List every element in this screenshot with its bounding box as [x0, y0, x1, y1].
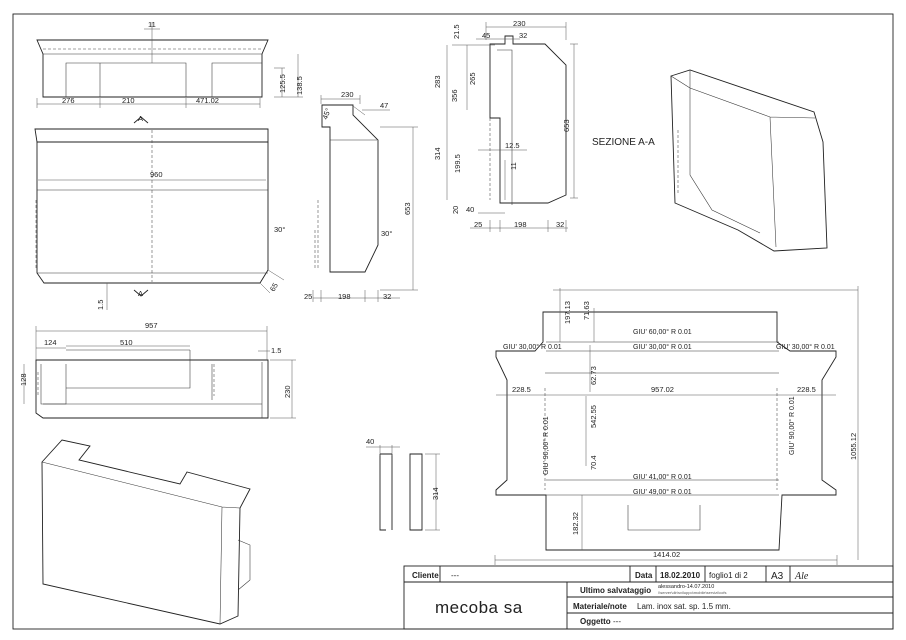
dim-bot-124: 124 — [44, 338, 57, 347]
dim-top-138: 138.5 — [295, 76, 304, 95]
dim-flat-197: 197.13 — [563, 301, 572, 324]
dim-flat-228-right: 228.5 — [797, 385, 816, 394]
dim-bot-1-5: 1.5 — [271, 346, 281, 355]
dim-flat-542: 542.55 — [589, 405, 598, 428]
dim-flat-1414: 1414.02 — [653, 550, 680, 559]
dim-bot-510: 510 — [120, 338, 133, 347]
dim-side-47: 47 — [380, 101, 388, 110]
dim-bot-128: 128 — [19, 373, 28, 386]
bend-label-5: GIU' 90,00° R 0.01 — [542, 416, 550, 475]
title-foglio: foglio1 di 2 — [709, 571, 748, 580]
title-block: Cliente --- Data 18.02.2010 foglio1 di 2… — [403, 565, 894, 630]
front-view: 960 30° 65 1.5 A A — [34, 114, 285, 310]
section-mark-bottom: A — [138, 289, 143, 298]
dim-sec-20: 20 — [451, 206, 460, 214]
dim-side-45deg: 45° — [320, 107, 332, 121]
bend-label-6: GIU' 90,00° R 0.01 — [788, 396, 796, 455]
bend-label-7: GIU' 41,00° R 0.01 — [633, 473, 692, 481]
dim-top-276: 276 — [62, 96, 75, 105]
dim-bot-957: 957 — [145, 321, 158, 330]
dim-bracket-314: 314 — [431, 487, 440, 500]
dim-flat-62: 62.73 — [589, 366, 598, 385]
dim-side-198: 198 — [338, 292, 351, 301]
title-data-label: Data — [635, 571, 653, 580]
dim-sec-283: 283 — [433, 75, 442, 88]
dim-front-1-5: 1.5 — [96, 300, 105, 310]
dim-bracket-40: 40 — [366, 437, 374, 446]
dim-side-30deg: 30° — [381, 229, 392, 238]
dim-sec-21-5: 21.5 — [452, 24, 461, 39]
dim-sec-265: 265 — [468, 72, 477, 85]
dim-flat-182: 182.32 — [571, 512, 580, 535]
title-materiale-value: Lam. inox sat. sp. 1.5 mm. — [637, 602, 731, 611]
dim-sec-356: 356 — [450, 89, 459, 102]
section-view: 230 45 32 21.5 283 265 356 653 314 199.5… — [433, 19, 578, 232]
dim-front-960: 960 — [150, 170, 163, 179]
title-format: A3 — [771, 571, 784, 582]
title-oggetto-value: --- — [613, 617, 621, 626]
dim-sec-12-5: 12.5 — [505, 141, 520, 150]
dim-sec-11: 11 — [509, 162, 518, 170]
dim-side-230: 230 — [341, 90, 354, 99]
dim-sec-40: 40 — [466, 205, 474, 214]
dim-sec-199-5: 199.5 — [453, 154, 462, 173]
dim-side-653: 653 — [403, 202, 412, 215]
dim-sec-653: 653 — [562, 119, 571, 132]
title-ultimo-path: \\server\dir\sviluppo\mobile\servizi\cof… — [658, 590, 726, 595]
dim-sec-45: 45 — [482, 31, 490, 40]
dim-front-65: 65 — [268, 281, 280, 293]
dim-top-125: 125.5 — [278, 74, 287, 93]
title-cliente-value: --- — [451, 571, 459, 580]
section-mark-top: A — [138, 114, 143, 123]
dim-top-210: 210 — [122, 96, 135, 105]
bend-label-2: GIU' 30,00° R 0.01 — [633, 343, 692, 351]
dim-sec-25: 25 — [474, 220, 482, 229]
dim-sec-32: 32 — [519, 31, 527, 40]
dim-sec-32: 32 — [556, 220, 564, 229]
dim-flat-228-left: 228.5 — [512, 385, 531, 394]
section-title: SEZIONE A-A — [592, 137, 655, 148]
dim-top-471: 471.02 — [196, 96, 219, 105]
bend-label-1: GIU' 60,00° R 0.01 — [633, 328, 692, 336]
title-materiale-label: Materiale/note — [573, 602, 627, 611]
bottom-view: 957 124 510 1.5 128 230 — [19, 321, 296, 419]
dim-flat-70: 70.4 — [589, 455, 598, 470]
title-data-value: 18.02.2010 — [660, 571, 701, 580]
bend-label-3: GIU' 30,00° R 0.01 — [503, 343, 562, 351]
dim-flat-71: 71.63 — [582, 301, 591, 320]
top-view: 11 276 210 471.02 125.5 138.5 — [36, 20, 304, 108]
title-ultimo-value: alessandro-14.07.2010 — [658, 584, 714, 590]
bend-label-4: GIU' 30,00° R 0.01 — [776, 343, 835, 351]
bend-label-8: GIU' 49,00° R 0.01 — [633, 488, 692, 496]
dim-side-32: 32 — [383, 292, 391, 301]
company-logo: mecoba sa — [435, 598, 523, 617]
title-cliente-label: Cliente — [412, 571, 439, 580]
dim-side-25: 25 — [304, 292, 312, 301]
dim-bot-230: 230 — [283, 385, 292, 398]
dim-sec-314: 314 — [433, 147, 442, 160]
side-view: 230 47 45° 653 30° 25 198 32 — [304, 90, 418, 302]
iso-section-view — [670, 69, 828, 252]
dim-top-11: 11 — [148, 20, 156, 29]
dim-sec-230: 230 — [513, 19, 526, 28]
iso-front-view — [41, 439, 251, 625]
dim-flat-957: 957.02 — [651, 385, 674, 394]
title-ultimo-label: Ultimo salvataggio — [580, 586, 651, 595]
title-oggetto-label: Oggetto — [580, 617, 611, 626]
dim-front-30deg: 30° — [274, 225, 285, 234]
dim-sec-198: 198 — [514, 220, 527, 229]
flat-pattern: 197.13 71.63 228.5 957.02 228.5 62.73 54… — [494, 286, 859, 565]
title-author: Ale — [794, 571, 809, 582]
brackets-view: 40 314 — [366, 437, 440, 531]
dim-flat-1055: 1055.12 — [849, 433, 858, 460]
